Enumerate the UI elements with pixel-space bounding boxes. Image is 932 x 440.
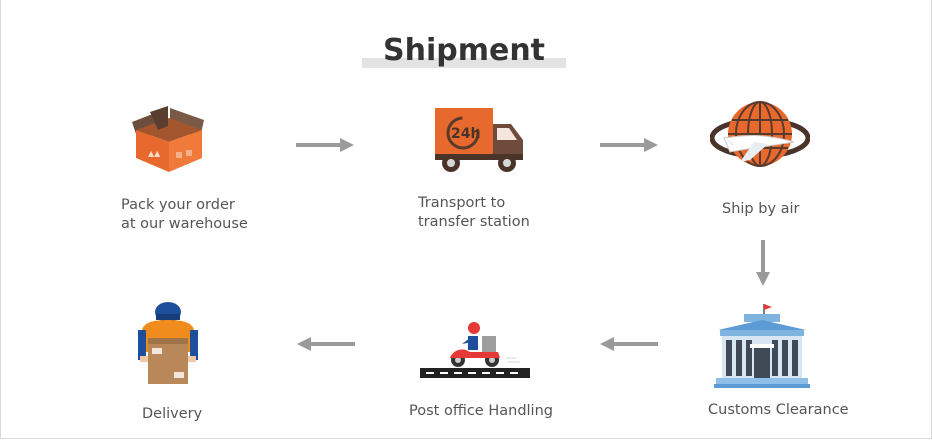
truck-badge: 24h — [451, 126, 480, 142]
title-block: Shipment — [362, 34, 566, 70]
step-label-ship-air: Ship by air — [722, 201, 800, 217]
arrow-down-icon — [756, 240, 770, 286]
arrow-left-icon — [600, 337, 658, 351]
arrow-left-icon — [297, 337, 355, 351]
arrow-right-icon — [600, 138, 658, 152]
step-label-post-office: Post office Handling — [409, 403, 553, 419]
globe-airplane-icon — [710, 101, 810, 167]
arrow-right-icon — [296, 138, 354, 152]
diagram-title: Shipment — [382, 33, 546, 68]
step-label-transport: Transport to transfer station — [418, 195, 530, 230]
delivery-person-icon — [138, 302, 198, 384]
title-underline — [362, 58, 566, 68]
step-label-customs: Customs Clearance — [708, 402, 849, 418]
step-label-delivery: Delivery — [142, 406, 203, 422]
customs-building-icon — [714, 304, 810, 388]
truck-24h-icon: 24h — [435, 108, 523, 172]
step-label-pack: Pack your order at our warehouse — [121, 197, 248, 232]
courier-scooter-icon — [420, 322, 530, 378]
box-icon: ▲▲ — [132, 106, 204, 172]
svg-text:▲▲: ▲▲ — [148, 149, 161, 158]
